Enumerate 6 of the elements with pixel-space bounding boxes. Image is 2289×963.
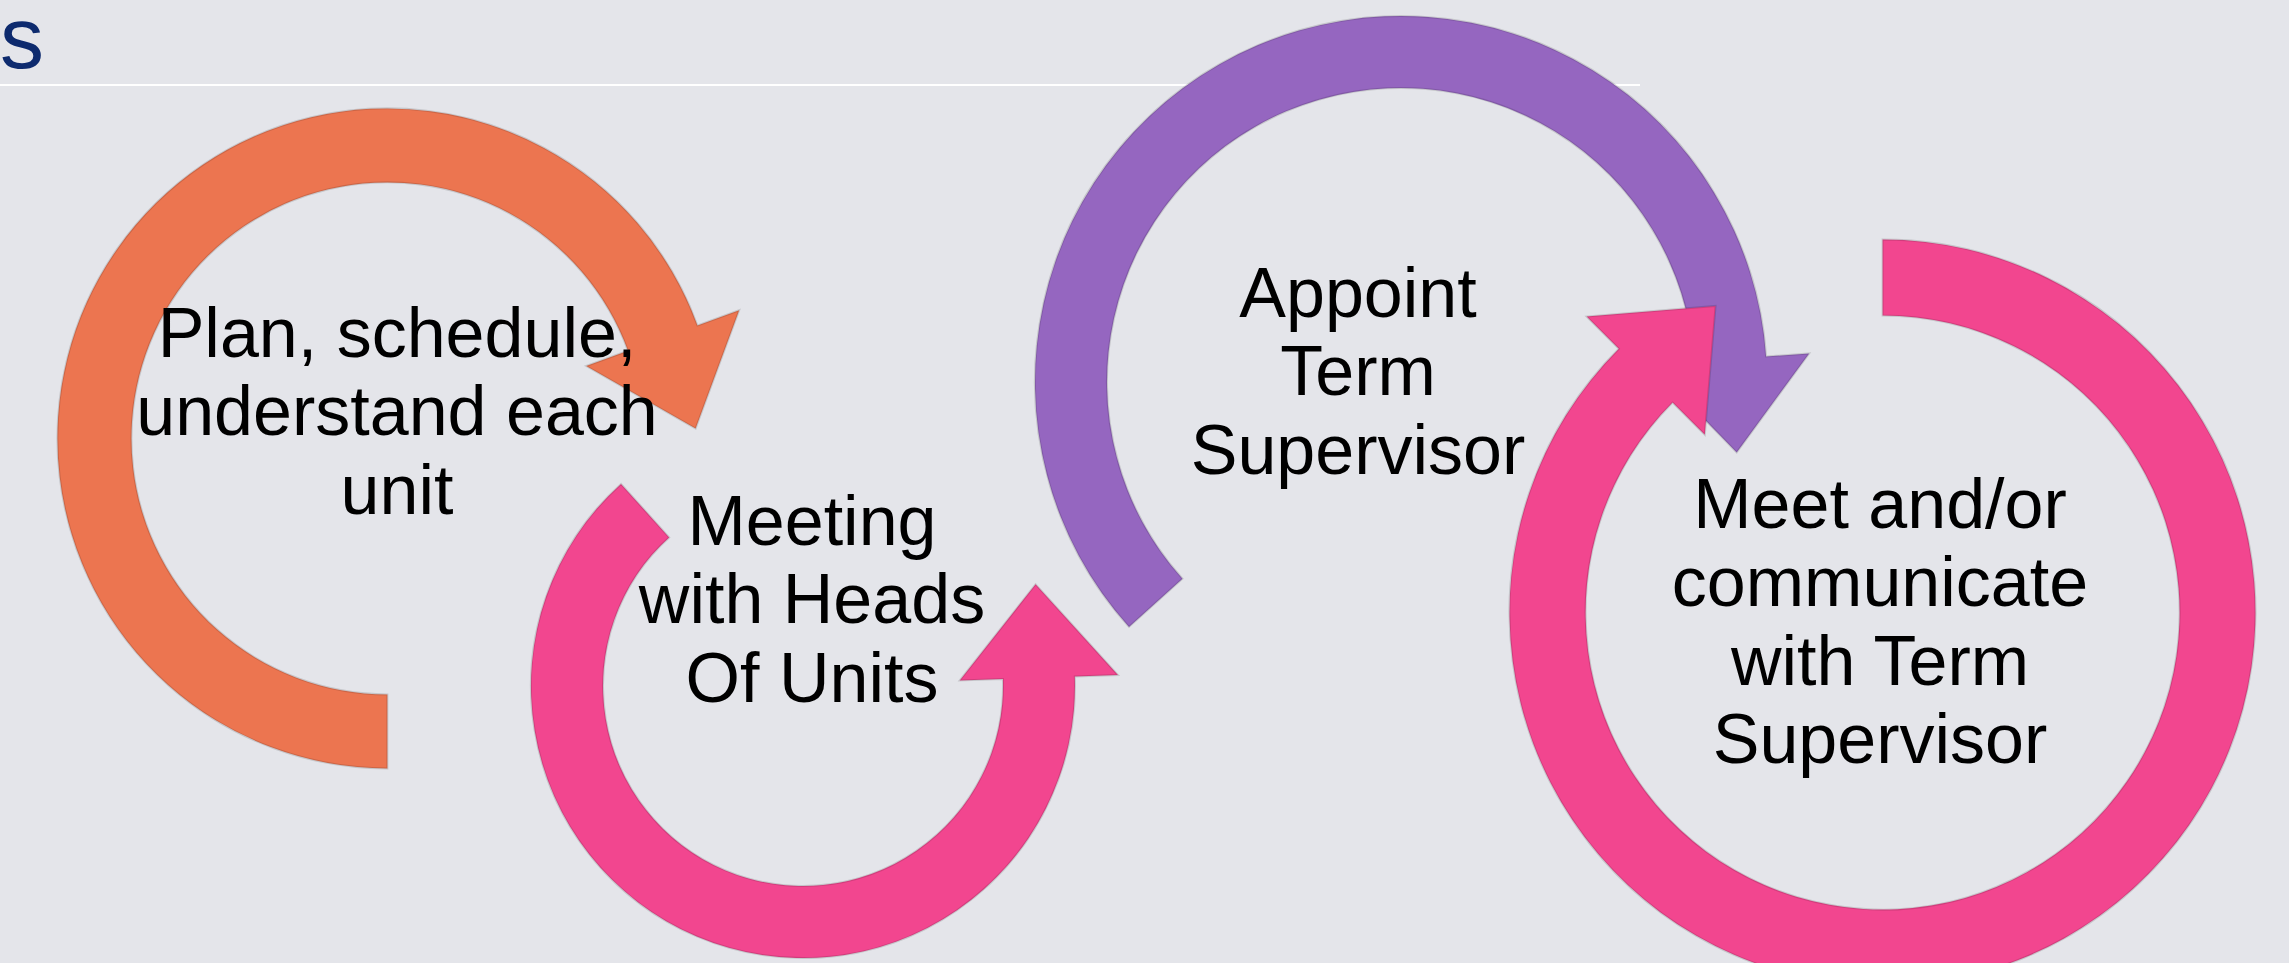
circular-arrow	[1034, 15, 1811, 628]
step-text: Meeting with Heads Of Units	[637, 482, 987, 718]
circular-arrow	[530, 482, 1119, 959]
step-text: Meet and/or communicate with Term Supervisor	[1670, 465, 2090, 779]
heading-text: s	[0, 0, 44, 82]
step-text: Appoint Term Supervisor	[1189, 254, 1527, 490]
